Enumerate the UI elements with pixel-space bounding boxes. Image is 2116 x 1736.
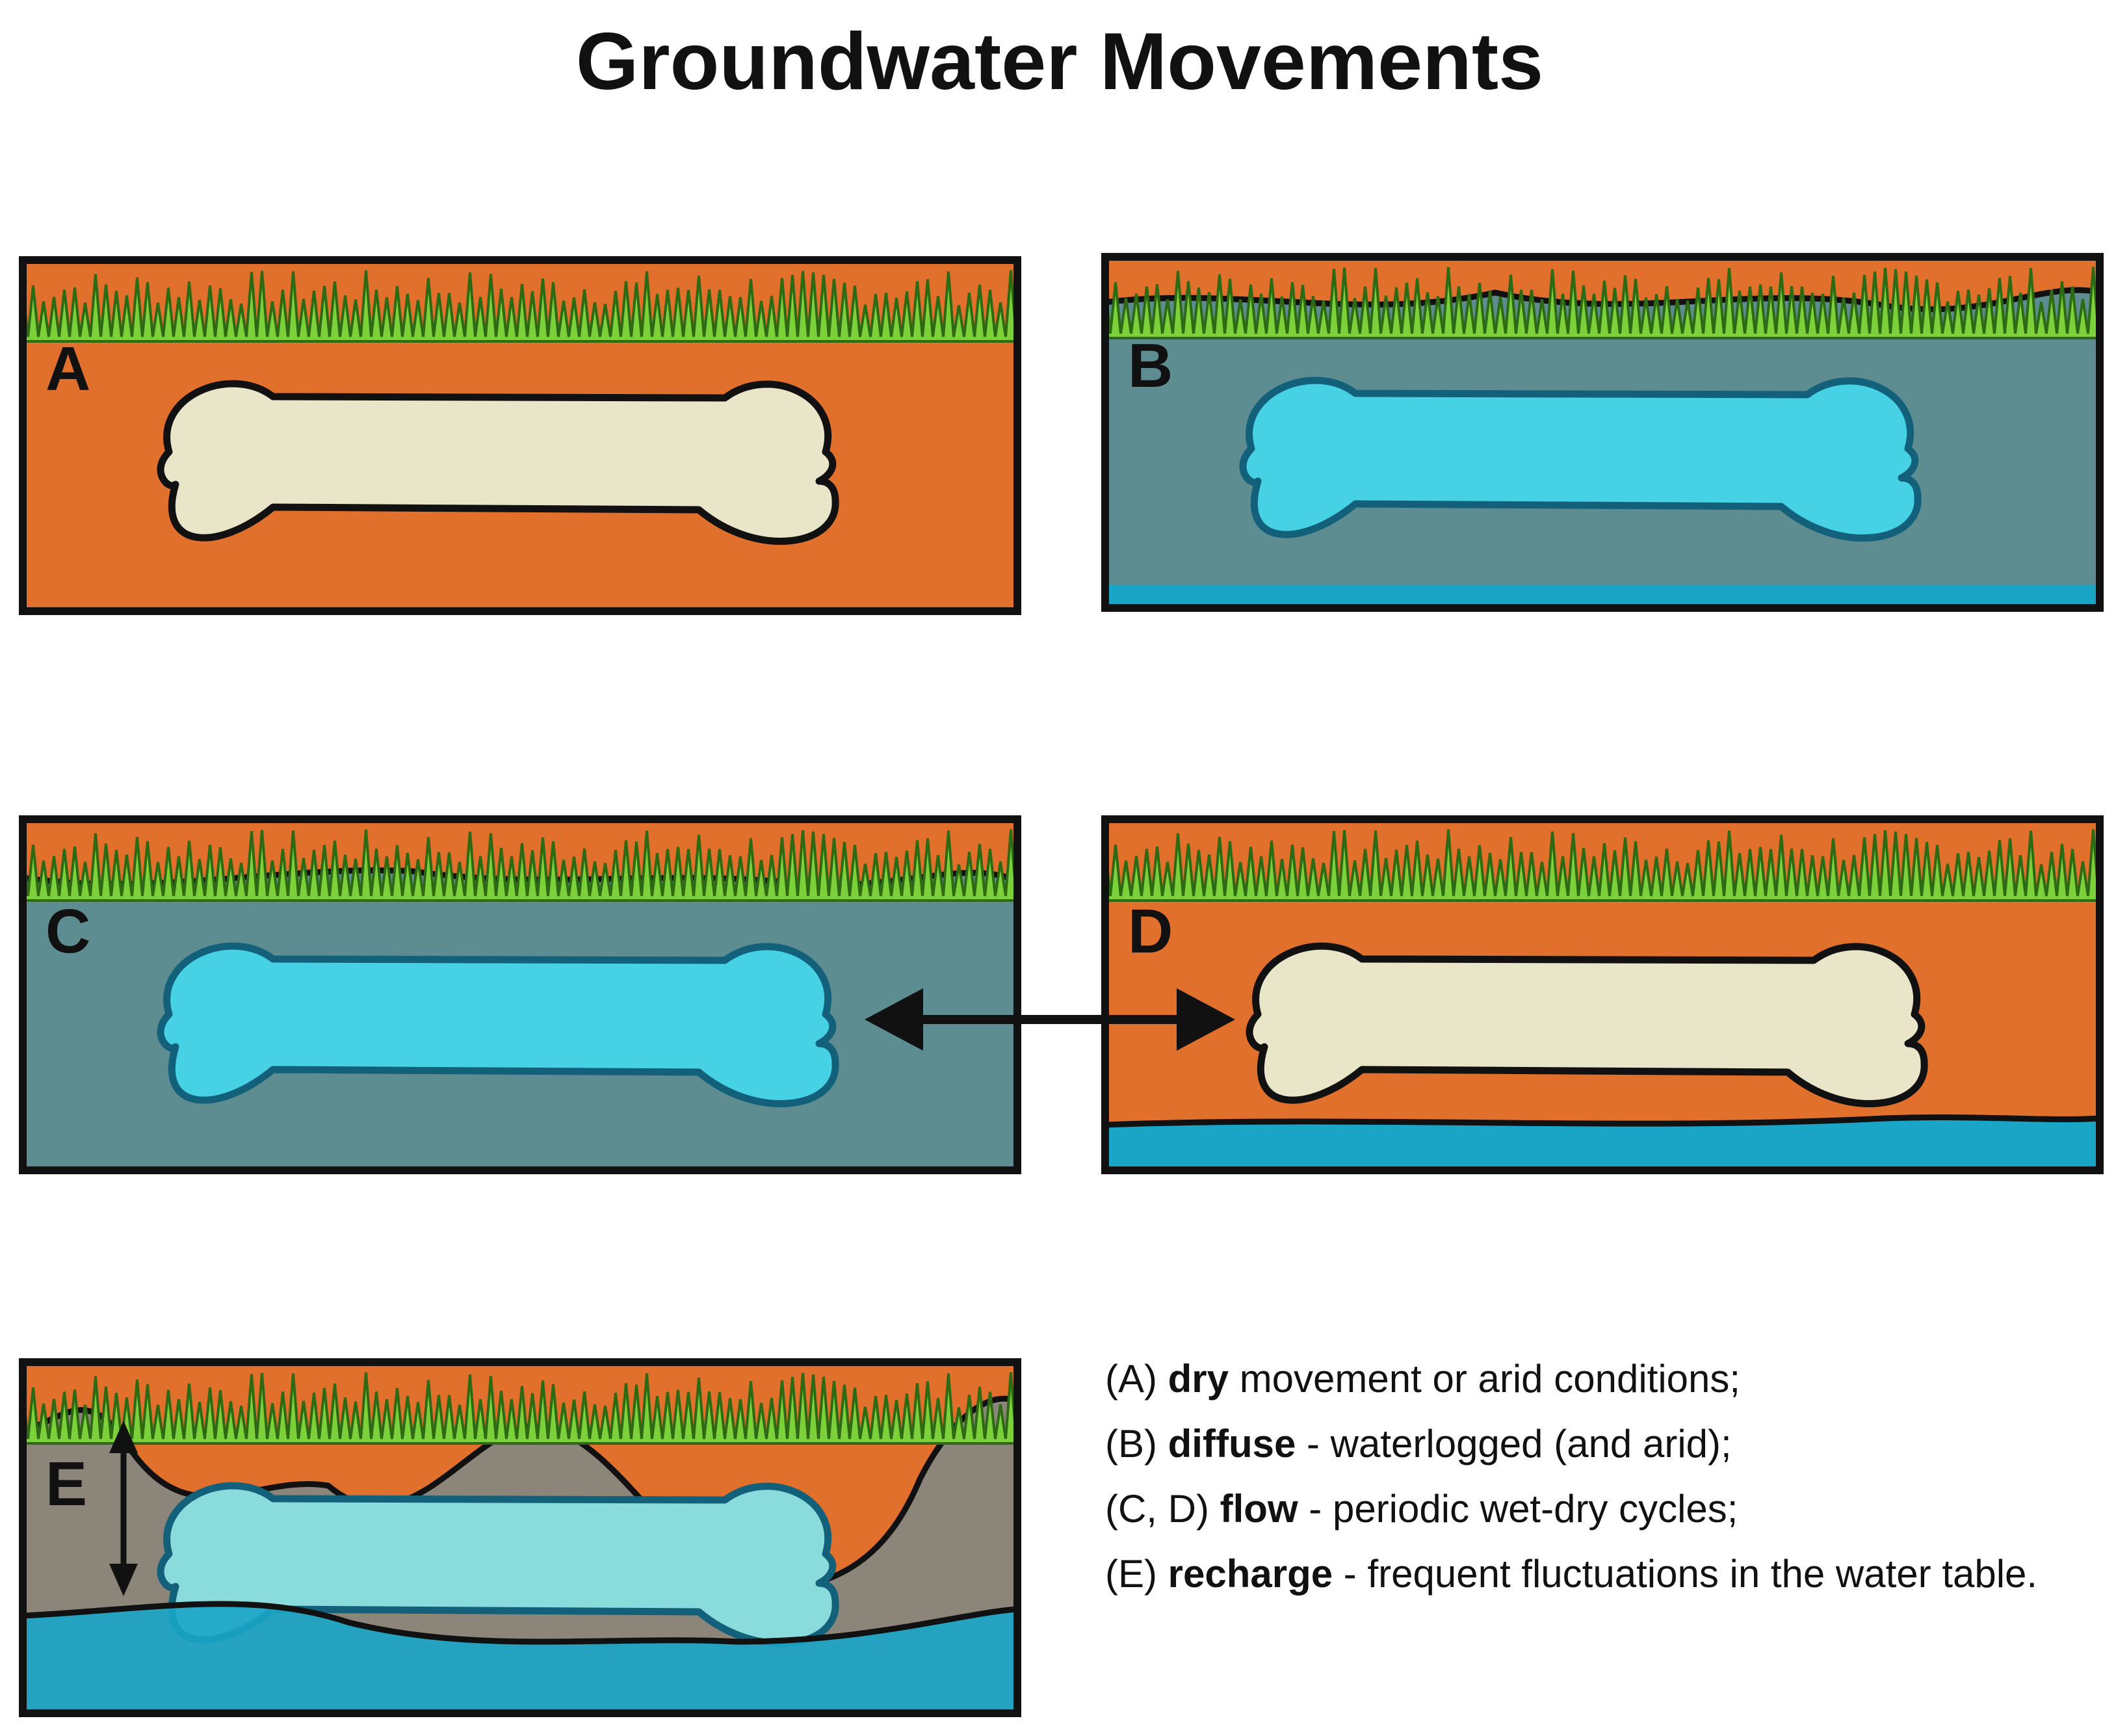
dry-bone bbox=[1246, 942, 1928, 1107]
arrow-head-right-icon bbox=[1177, 988, 1235, 1051]
grass bbox=[1104, 829, 2102, 902]
legend-item-b: (B) diffuse - waterlogged (and arid); bbox=[1105, 1422, 1732, 1466]
panel-letter: B bbox=[1128, 331, 1173, 401]
legend-term: flow bbox=[1220, 1487, 1298, 1531]
arrow-down-icon bbox=[109, 1564, 138, 1596]
soil-profile-frame bbox=[19, 256, 1021, 615]
soil-profile-frame bbox=[19, 815, 1021, 1174]
dry-bone bbox=[157, 380, 839, 545]
panel-letter: D bbox=[1128, 897, 1173, 966]
panel-letter: E bbox=[46, 1449, 87, 1519]
wet-dry-exchange-arrow bbox=[865, 988, 1235, 1051]
partially-wet-bone bbox=[157, 1482, 839, 1647]
legend: (A) dry movement or arid conditions; (B)… bbox=[1105, 1356, 2080, 1616]
soil-profile-frame bbox=[1101, 253, 2104, 612]
grass bbox=[21, 1372, 1019, 1445]
grass bbox=[21, 829, 1019, 902]
wet-bone bbox=[157, 942, 839, 1107]
soil-profile-frame bbox=[19, 1358, 1021, 1717]
legend-term: diffuse bbox=[1168, 1422, 1296, 1466]
panel-letter: A bbox=[46, 334, 90, 404]
panel-c: C bbox=[19, 815, 1021, 1174]
legend-term: recharge bbox=[1168, 1552, 1333, 1596]
grass bbox=[1104, 267, 2102, 339]
arrow-head-left-icon bbox=[865, 988, 923, 1051]
panel-b: B bbox=[1101, 253, 2104, 612]
low-water-table bbox=[1102, 1114, 2103, 1174]
water-table-fluctuation-arrow bbox=[109, 1421, 138, 1596]
water-table bbox=[20, 1601, 1021, 1716]
legend-item-cd: (C, D) flow - periodic wet-dry cycles; bbox=[1105, 1487, 1738, 1531]
waterlogged-bone bbox=[1239, 376, 1922, 542]
legend-item-a: (A) dry movement or arid conditions; bbox=[1105, 1357, 1741, 1401]
arrow-up-icon bbox=[109, 1421, 138, 1453]
diagram-title: Groundwater Movements bbox=[576, 17, 1543, 107]
panel-letter: C bbox=[46, 897, 90, 966]
soil-profile-frame bbox=[1101, 815, 2104, 1174]
legend-term: dry bbox=[1168, 1357, 1229, 1401]
grass bbox=[21, 270, 1019, 343]
legend-item-e: (E) recharge - frequent fluctuations in … bbox=[1105, 1552, 2038, 1596]
panel-a: A bbox=[19, 256, 1021, 615]
panel-d: D bbox=[1101, 815, 2104, 1174]
panel-e: E bbox=[19, 1358, 1021, 1717]
